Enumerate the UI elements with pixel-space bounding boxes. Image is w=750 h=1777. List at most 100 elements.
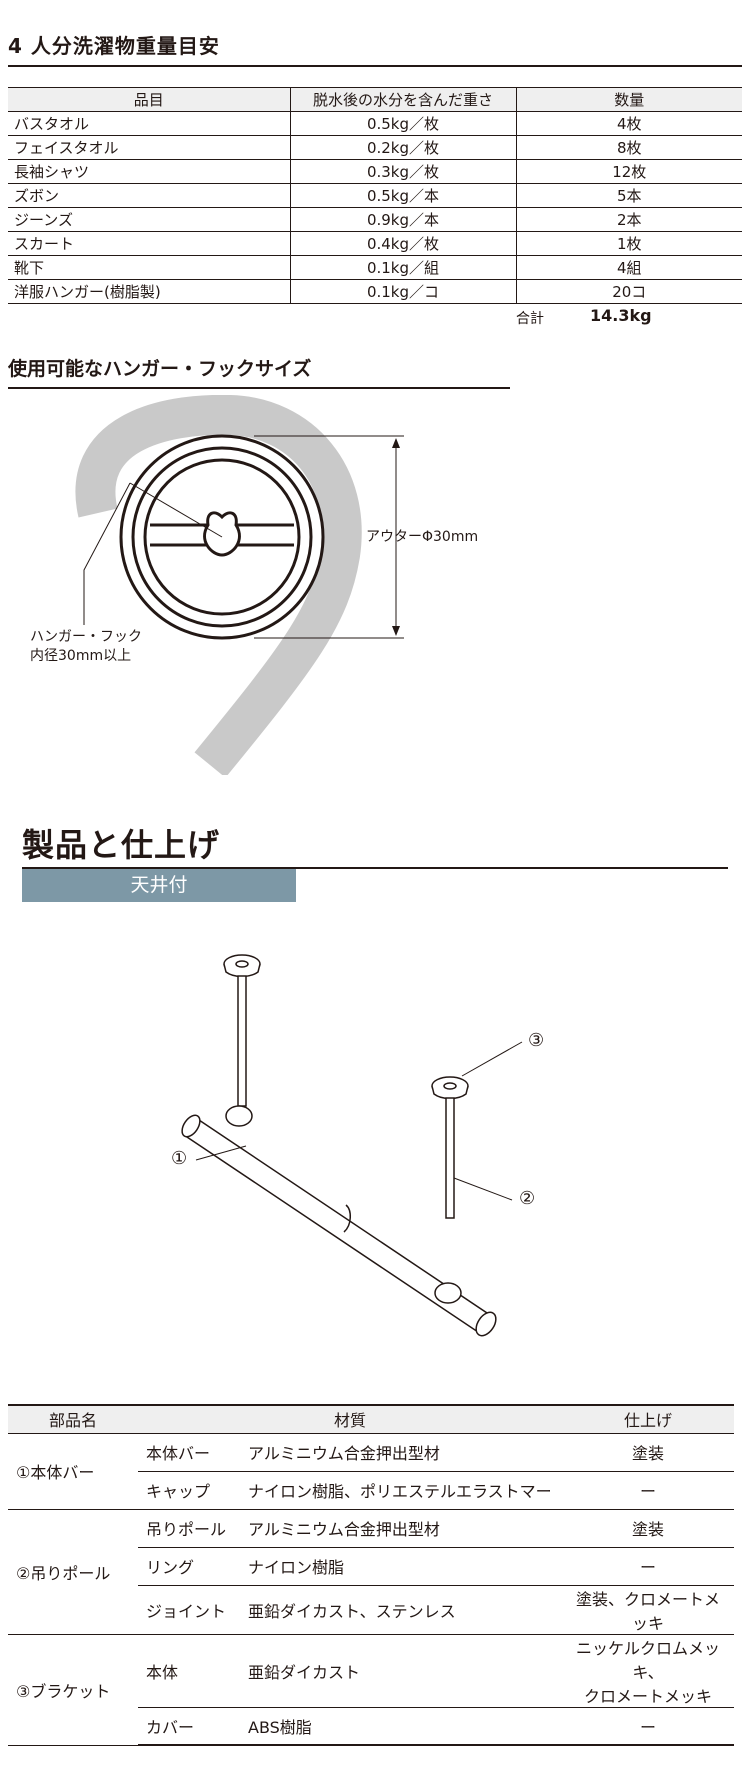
table-row: バスタオル 0.5kg／枚 4枚 <box>8 111 742 136</box>
weight-table-header: 品目 脱水後の水分を含んだ重さ 数量 <box>8 87 742 112</box>
header-material: 材質 <box>138 1404 562 1434</box>
part-material: ABS樹脂 <box>240 1707 562 1746</box>
table-row: 靴下 0.1kg／組 4組 <box>8 255 742 280</box>
bar-cap-left <box>181 1114 201 1138</box>
part-finish: ー <box>562 1471 734 1510</box>
part-name: カバー <box>138 1707 240 1746</box>
table-row: ズボン 0.5kg／本 5本 <box>8 183 742 208</box>
item-name: ジーンズ <box>8 207 291 232</box>
callout-2: ② <box>519 1188 536 1209</box>
outer-diameter-label: アウターΦ30mm <box>366 529 479 545</box>
item-weight: 0.1kg／組 <box>289 255 517 280</box>
table-row: リング ナイロン樹脂 ー <box>8 1547 734 1586</box>
item-name: バスタオル <box>8 111 291 136</box>
item-name: 洋服ハンガー(樹脂製) <box>8 279 291 304</box>
item-name: スカート <box>8 231 291 256</box>
hook-leader-line <box>83 482 131 625</box>
bar-cap-right <box>475 1311 497 1337</box>
table-row: ジーンズ 0.9kg／本 2本 <box>8 207 742 232</box>
table-row: スカート 0.4kg／枚 1枚 <box>8 231 742 256</box>
hook-label-line-1: ハンガー・フック <box>30 629 142 645</box>
callout-line-2 <box>453 1177 513 1201</box>
table-row: 長袖シャツ 0.3kg／枚 12枚 <box>8 159 742 184</box>
part-material: 亜鉛ダイカスト、ステンレス <box>240 1585 562 1635</box>
part-finish: 塗装 <box>562 1433 734 1472</box>
table-row: ①本体バー 本体バー アルミニウム合金押出型材 塗装 <box>8 1433 734 1510</box>
header-weight: 脱水後の水分を含んだ重さ <box>289 87 517 112</box>
item-weight: 0.5kg／枚 <box>289 111 517 136</box>
part-name: リング <box>138 1547 240 1586</box>
item-quantity: 4枚 <box>515 111 742 136</box>
product-section-title: 製品と仕上げ <box>22 826 221 864</box>
item-quantity: 1枚 <box>515 231 742 256</box>
dimension-arrow-up <box>392 438 400 448</box>
header-finish: 仕上げ <box>562 1404 734 1434</box>
item-quantity: 8枚 <box>515 135 742 160</box>
callout-line-1 <box>195 1145 247 1161</box>
part-name: 本体 <box>138 1634 240 1708</box>
part-finish: 塗装 <box>562 1509 734 1548</box>
hanger-hook-shape <box>75 395 362 775</box>
hook-section-title: 使用可能なハンガー・フックサイズ <box>8 358 312 380</box>
group-name: ②吊りポール <box>8 1509 138 1635</box>
part-name: 本体バー <box>138 1433 240 1472</box>
right-joint <box>434 1282 462 1304</box>
part-finish-line-1: ニッケルクロムメッキ、 <box>575 1638 720 1682</box>
part-name: 吊りポール <box>138 1509 240 1548</box>
total-label: 合計 <box>516 311 544 327</box>
item-quantity: 4組 <box>515 255 742 280</box>
item-weight: 0.3kg／枚 <box>289 159 517 184</box>
item-name: 靴下 <box>8 255 291 280</box>
callout-line-3 <box>461 1041 523 1077</box>
item-weight: 0.1kg／コ <box>289 279 517 304</box>
table-row: フェイスタオル 0.2kg／枚 8枚 <box>8 135 742 160</box>
dimension-arrow-down <box>392 626 400 636</box>
header-quantity: 数量 <box>515 87 742 112</box>
item-weight: 0.2kg／枚 <box>289 135 517 160</box>
tab-ceiling-mount[interactable]: 天井付 <box>22 869 296 902</box>
table-row: 洋服ハンガー(樹脂製) 0.1kg／コ 20コ <box>8 279 742 304</box>
part-material: ナイロン樹脂、ポリエステルエラストマー <box>240 1471 562 1510</box>
part-material: アルミニウム合金押出型材 <box>240 1433 562 1472</box>
hook-size-diagram <box>75 395 404 775</box>
bar-ring <box>343 1204 351 1233</box>
part-finish-line-2: クロメートメッキ <box>583 1686 712 1706</box>
callout-1: ① <box>171 1148 188 1169</box>
group-name: ③ブラケット <box>8 1634 138 1746</box>
table-row: カバー ABS樹脂 ー <box>8 1707 734 1746</box>
hook-title-rule <box>8 387 510 389</box>
part-material: ナイロン樹脂 <box>240 1547 562 1586</box>
product-illustration <box>181 954 523 1337</box>
item-weight: 0.4kg／枚 <box>289 231 517 256</box>
item-quantity: 12枚 <box>515 159 742 184</box>
item-weight: 0.5kg／本 <box>289 183 517 208</box>
left-joint <box>225 1105 253 1127</box>
total-value: 14.3kg <box>590 306 652 325</box>
item-name: フェイスタオル <box>8 135 291 160</box>
part-finish: ー <box>562 1547 734 1586</box>
table-row: ②吊りポール 吊りポール アルミニウム合金押出型材 塗装 <box>8 1509 734 1635</box>
left-pole <box>237 975 247 1107</box>
group-name: ①本体バー <box>8 1433 138 1510</box>
item-quantity: 20コ <box>515 279 742 304</box>
weight-title-rule <box>8 65 742 67</box>
part-finish: ニッケルクロムメッキ、 クロメートメッキ <box>562 1634 734 1708</box>
part-name: ジョイント <box>138 1585 240 1635</box>
table-row: ジョイント 亜鉛ダイカスト、ステンレス 塗装、クロメートメッキ <box>8 1585 734 1635</box>
weight-section-title: 4 人分洗濯物重量目安 <box>8 34 220 58</box>
weight-table: 品目 脱水後の水分を含んだ重さ 数量 バスタオル 0.5kg／枚 4枚 フェイス… <box>8 87 742 304</box>
parts-table-header: 部品名 材質 仕上げ <box>8 1404 734 1434</box>
header-part-name: 部品名 <box>8 1404 138 1434</box>
part-material: 亜鉛ダイカスト <box>240 1634 562 1708</box>
parts-table: 部品名 材質 仕上げ ①本体バー 本体バー アルミニウム合金押出型材 塗装 キャ… <box>8 1404 734 1746</box>
hook-leader-line <box>129 482 223 538</box>
hook-inner-label: ハンガー・フック 内径30mm以上 <box>30 628 142 666</box>
callout-3: ③ <box>528 1030 545 1051</box>
item-name: ズボン <box>8 183 291 208</box>
item-quantity: 2本 <box>515 207 742 232</box>
item-name: 長袖シャツ <box>8 159 291 184</box>
part-finish: ー <box>562 1707 734 1746</box>
product-title-rule <box>22 867 728 869</box>
part-material: アルミニウム合金押出型材 <box>240 1509 562 1548</box>
table-row: ③ブラケット 本体 亜鉛ダイカスト ニッケルクロムメッキ、 クロメートメッキ <box>8 1634 734 1746</box>
